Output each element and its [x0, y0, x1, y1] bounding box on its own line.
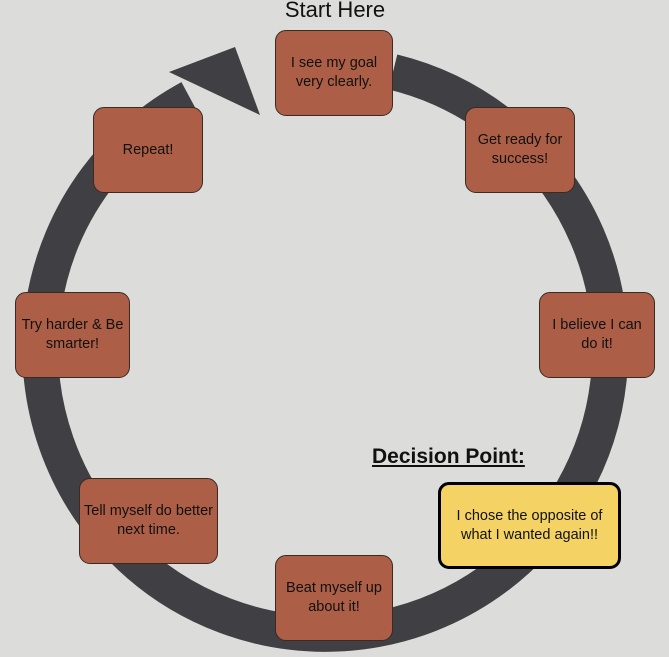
step-see-goal: I see my goal very clearly. [275, 30, 393, 116]
step-label: Beat myself up about it! [286, 580, 382, 615]
step-tell-myself: Tell myself do better next time. [79, 478, 218, 564]
step-label: Tell myself do better next time. [84, 503, 213, 538]
step-repeat: Repeat! [93, 107, 203, 193]
step-beat-myself-up: Beat myself up about it! [275, 555, 393, 641]
step-chose-opposite: I chose the opposite of what I wanted ag… [438, 482, 621, 569]
step-label: Get ready for success! [477, 132, 563, 167]
cycle-arrowhead-icon [169, 47, 260, 115]
step-believe: I believe I can do it! [539, 292, 655, 378]
step-label: Repeat! [122, 141, 174, 158]
step-label: Try harder & Be smarter! [21, 317, 124, 352]
step-try-harder: Try harder & Be smarter! [15, 292, 130, 378]
step-label: I see my goal very clearly. [290, 55, 378, 90]
step-label: I believe I can do it! [552, 317, 642, 352]
decision-point-label: Decision Point: [372, 445, 525, 468]
start-here-title: Start Here [284, 0, 386, 22]
step-label: I chose the opposite of what I wanted ag… [456, 507, 603, 543]
step-get-ready: Get ready for success! [465, 107, 575, 193]
